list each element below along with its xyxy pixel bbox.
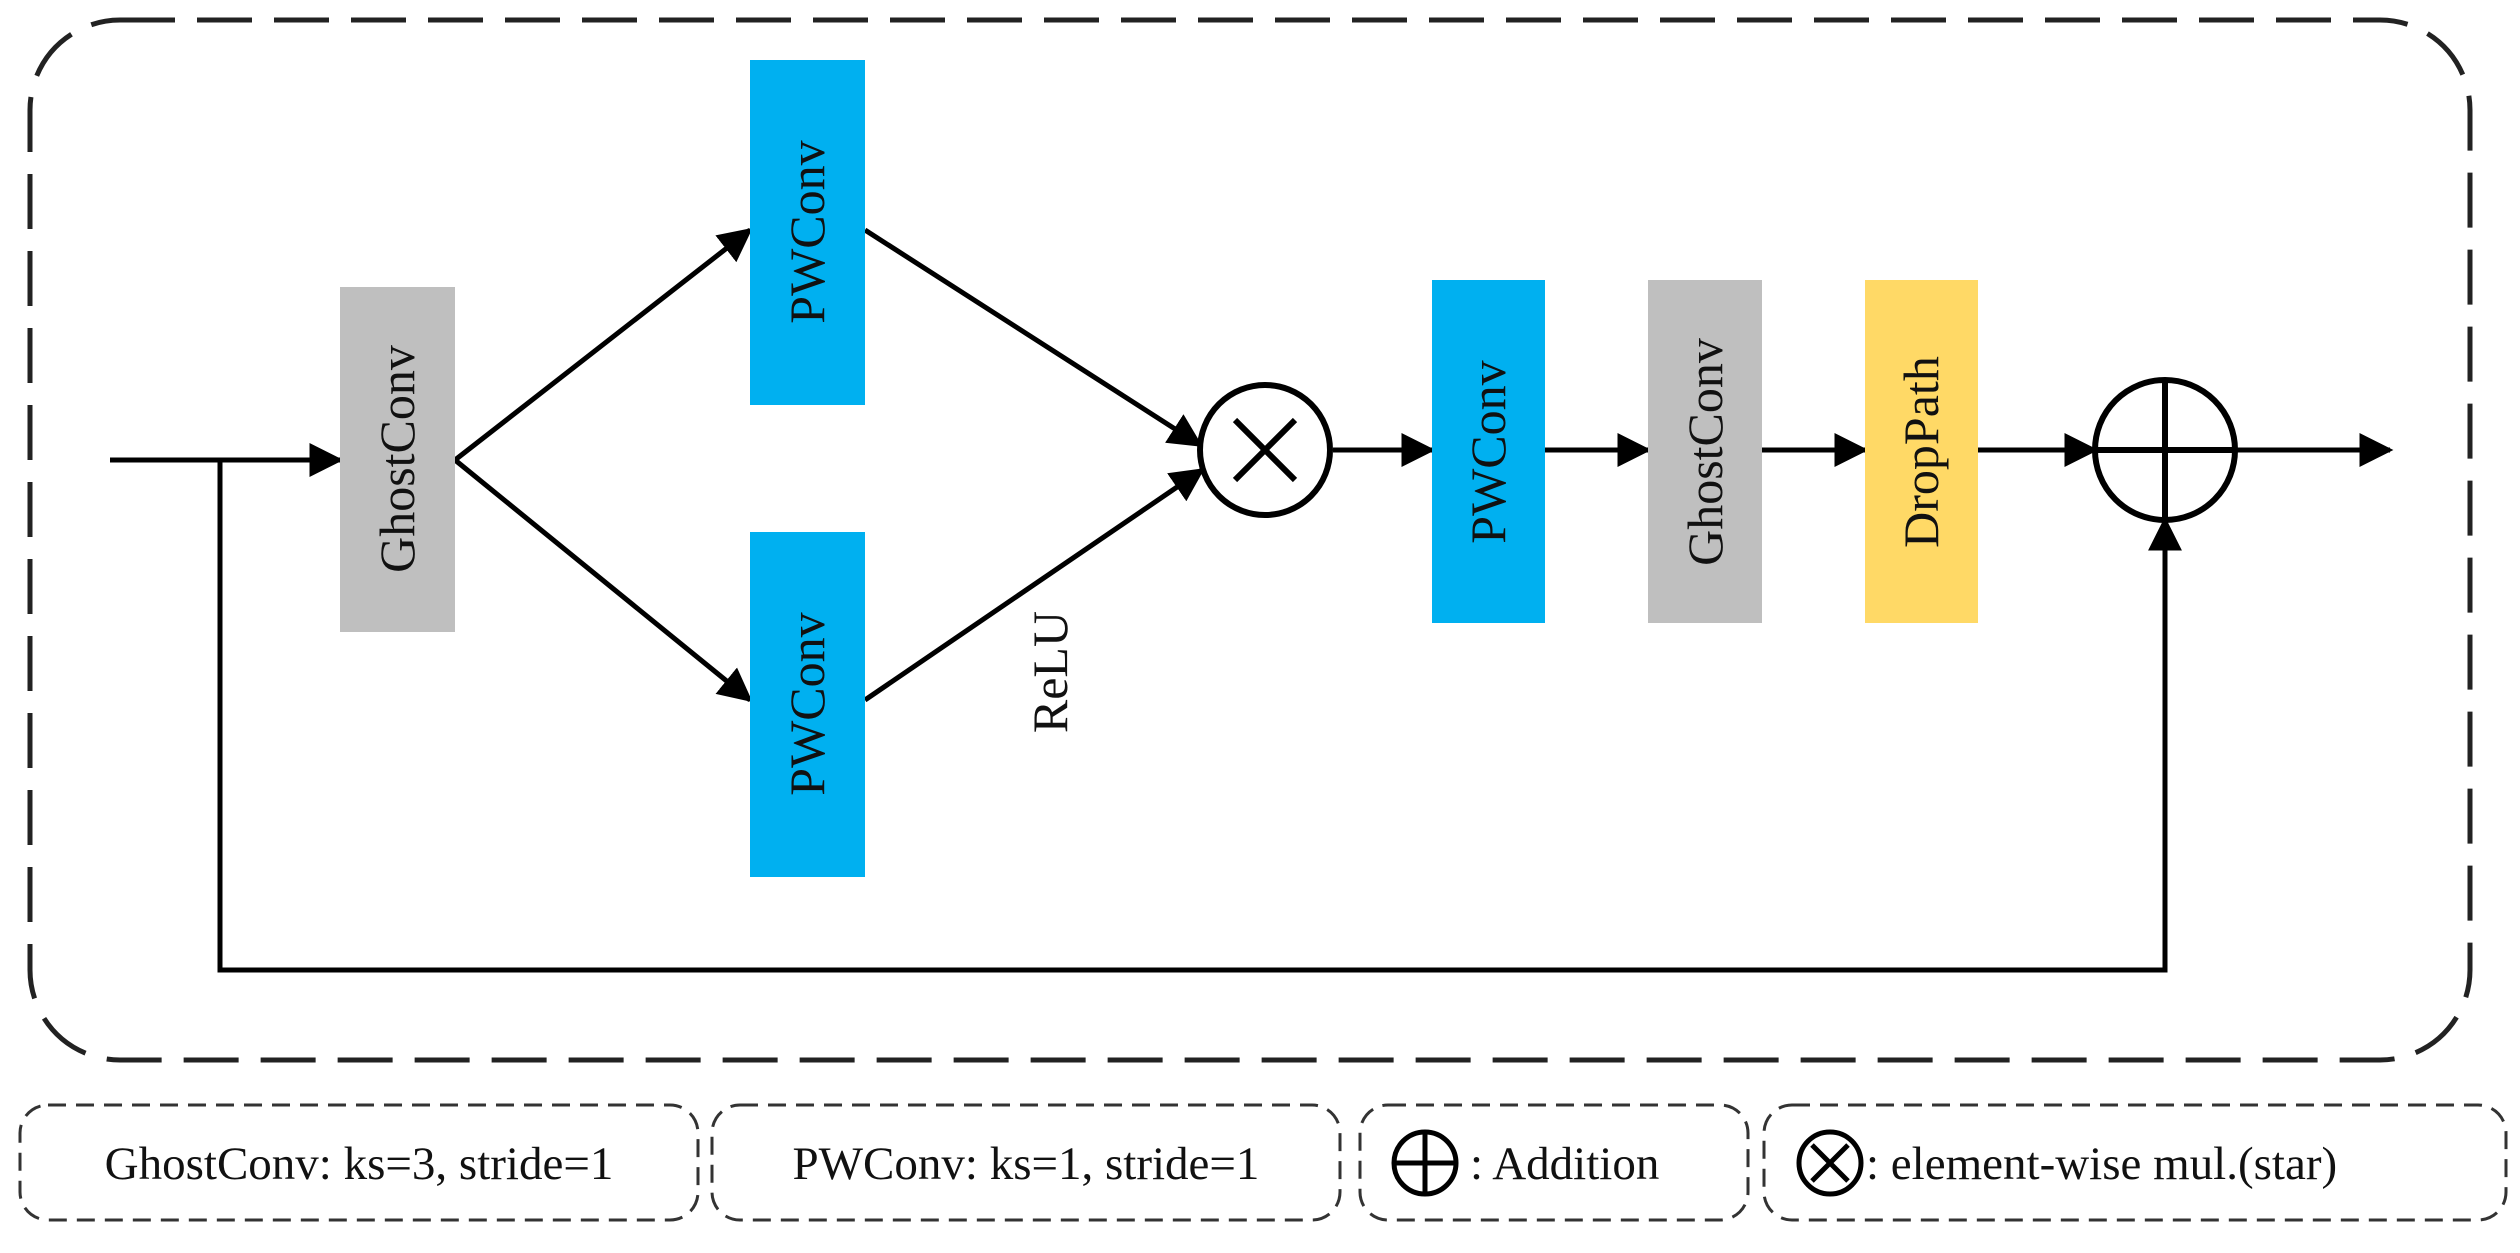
legend-ghostconv: GhostConv: ks=3, stride=1: [18, 1103, 700, 1222]
ghostconv-block-2: GhostConv: [1648, 280, 1762, 623]
block-outer-dashed-border: [27, 17, 2473, 1063]
pwconv-block-top-label: PWConv: [779, 140, 835, 323]
ghostconv-block-1: GhostConv: [340, 287, 455, 632]
legend-pwconv: PWConv: ks=1, stride=1: [710, 1103, 1342, 1222]
droppath-block-label: DropPath: [1893, 356, 1949, 548]
legend-multiplication-icon: [1796, 1129, 1864, 1197]
pwconv-block-bottom: PWConv: [750, 532, 865, 877]
pwconv-block-bottom-label: PWConv: [779, 612, 835, 795]
ghostconv-block-1-label: GhostConv: [369, 345, 425, 573]
legend-ghostconv-text: GhostConv: ks=3, stride=1: [105, 1138, 614, 1190]
addition-operator: [2092, 377, 2238, 523]
ghostconv-block-2-label: GhostConv: [1677, 338, 1733, 566]
pwconv-block-top: PWConv: [750, 60, 865, 405]
legend-addition-icon: [1391, 1129, 1459, 1197]
legend-multiplication: : element-wise mul.(star): [1762, 1103, 2508, 1222]
arrow-ghostconv-to-pwconv-top: [453, 227, 753, 462]
connections: [110, 227, 2394, 973]
residual-shortcut: [217, 460, 2182, 973]
legend-addition-text: : Addition: [1470, 1138, 1659, 1190]
legend-pwconv-text: PWConv: ks=1, stride=1: [793, 1138, 1260, 1190]
multiply-operator: [1197, 382, 1333, 518]
arrow-pwconv-bottom-to-mul: [863, 467, 1205, 703]
pwconv-block-after-mul-label: PWConv: [1460, 360, 1516, 543]
arrow-pwconv-top-to-mul: [863, 227, 1203, 448]
droppath-block: DropPath: [1865, 280, 1978, 623]
legend: GhostConv: ks=3, stride=1 PWConv: ks=1, …: [18, 1103, 2508, 1222]
pwconv-block-after-mul: PWConv: [1432, 280, 1545, 623]
relu-label: ReLU: [1022, 611, 1078, 733]
arrow-ghostconv-to-pwconv-bottom: [453, 458, 753, 703]
legend-addition: : Addition: [1358, 1103, 1750, 1222]
legend-multiplication-text: : element-wise mul.(star): [1866, 1138, 2337, 1190]
